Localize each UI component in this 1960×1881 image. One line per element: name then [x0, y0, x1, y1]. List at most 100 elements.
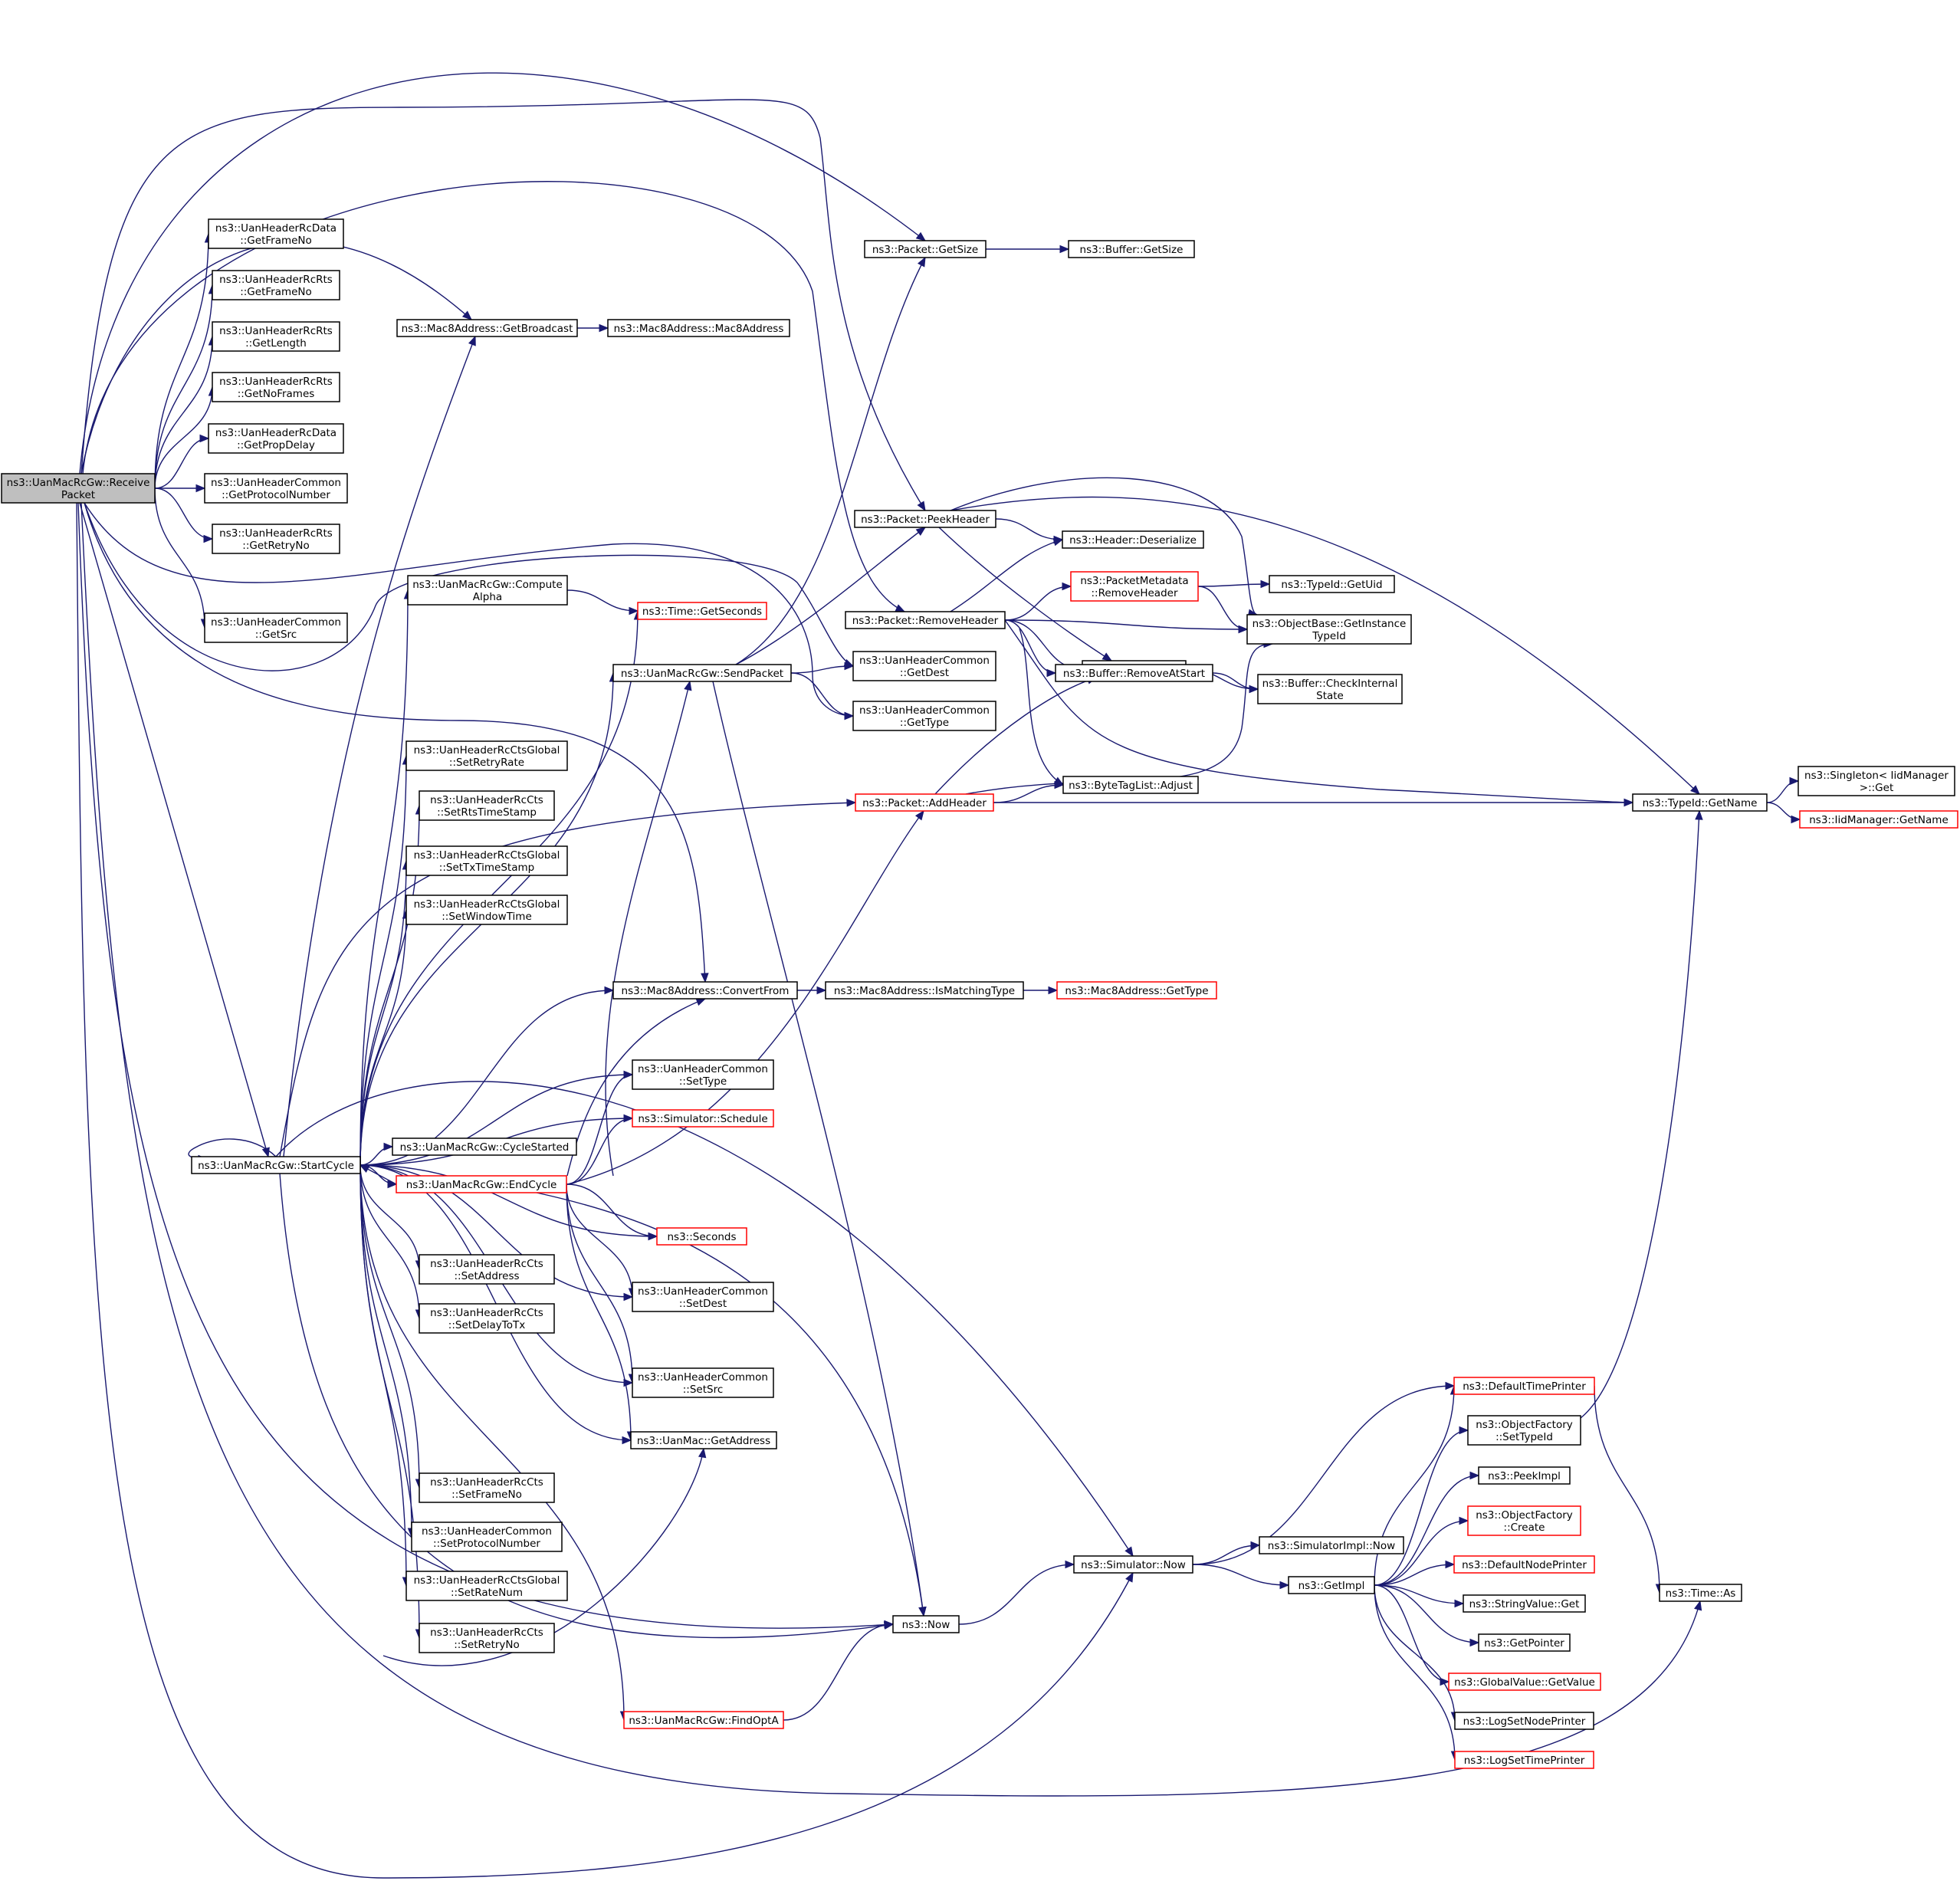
node-ctsglobal_setretryrate[interactable]: ns3::UanHeaderRcCtsGlobal::SetRetryRate [405, 740, 568, 771]
node-label: ns3::UanMacRcGw::FindOptA [629, 1715, 779, 1727]
node-now[interactable]: ns3::Now [892, 1615, 960, 1633]
node-logsettimeprinter[interactable]: ns3::LogSetTimePrinter [1454, 1751, 1594, 1769]
node-packet_removeheader[interactable]: ns3::Packet::RemoveHeader [845, 611, 1006, 629]
arrowhead [1059, 245, 1070, 254]
node-getimpl[interactable]: ns3::GetImpl [1288, 1576, 1375, 1594]
node-ctsglobal_setwindowtime[interactable]: ns3::UanHeaderRcCtsGlobal::SetWindowTime [405, 895, 568, 925]
node-rcrts_getretryno[interactable]: ns3::UanHeaderRcRts::GetRetryNo [212, 524, 340, 554]
node-common_setprotocolnumber[interactable]: ns3::UanHeaderCommon::SetProtocolNumber [411, 1522, 563, 1552]
node-findopta[interactable]: ns3::UanMacRcGw::FindOptA [623, 1711, 784, 1729]
node-common_getsrc[interactable]: ns3::UanHeaderCommon::GetSrc [204, 612, 348, 643]
node-iidmanager_getname[interactable]: ns3::IidManager::GetName [1799, 810, 1958, 829]
node-buffer_getsize[interactable]: ns3::Buffer::GetSize [1068, 240, 1195, 258]
arrowhead [917, 501, 926, 512]
node-label: ns3::UanHeaderRcRts [219, 527, 333, 540]
node-box [407, 575, 568, 606]
node-cts_setretryno[interactable]: ns3::UanHeaderRcCts::SetRetryNo [419, 1623, 555, 1653]
node-common_getprotocolnumber[interactable]: ns3::UanHeaderCommon::GetProtocolNumber [204, 473, 348, 504]
node-bytetaglist_adjust[interactable]: ns3::ByteTagList::Adjust [1062, 776, 1199, 794]
node-rcdata_getpropdelay[interactable]: ns3::UanHeaderRcData::GetPropDelay [208, 423, 344, 454]
node-ctsglobal_settxtimestamp[interactable]: ns3::UanHeaderRcCtsGlobal::SetTxTimeStam… [405, 845, 568, 876]
node-label: ns3::Mac8Address::GetBroadcast [402, 323, 573, 335]
node-mac8_mac8address[interactable]: ns3::Mac8Address::Mac8Address [607, 319, 790, 337]
node-common_setsrc[interactable]: ns3::UanHeaderCommon::SetSrc [632, 1367, 774, 1398]
node-rcrts_getframeno[interactable]: ns3::UanHeaderRcRts::GetFrameNo [212, 270, 340, 300]
node-cts_setaddress[interactable]: ns3::UanHeaderRcCts::SetAddress [419, 1254, 555, 1285]
node-cyclestarted[interactable]: ns3::UanMacRcGw::CycleStarted [392, 1137, 577, 1156]
node-stringvalue_get[interactable]: ns3::StringValue::Get [1463, 1594, 1586, 1613]
node-peekimpl[interactable]: ns3::PeekImpl [1478, 1466, 1571, 1485]
arrowhead [1469, 1471, 1480, 1480]
node-objectfactory_create[interactable]: ns3::ObjectFactory::Create [1467, 1505, 1581, 1536]
node-defaulttimeprinter[interactable]: ns3::DefaultTimePrinter [1453, 1377, 1595, 1395]
node-mac8_gettype[interactable]: ns3::Mac8Address::GetType [1056, 981, 1217, 1000]
node-rcdata_getframeno[interactable]: ns3::UanHeaderRcData::GetFrameNo [208, 218, 344, 249]
node-box [405, 895, 568, 925]
node-sendpacket[interactable]: ns3::UanMacRcGw::SendPacket [612, 664, 792, 682]
node-cts_setdelaytotx[interactable]: ns3::UanHeaderRcCts::SetDelayToTx [419, 1303, 555, 1334]
node-rcrts_getnoframes[interactable]: ns3::UanHeaderRcRts::GetNoFrames [212, 372, 340, 402]
node-logsetnodeprinter[interactable]: ns3::LogSetNodePrinter [1454, 1712, 1594, 1730]
node-getpointer[interactable]: ns3::GetPointer [1478, 1633, 1571, 1652]
node-mac8_getbroadcast[interactable]: ns3::Mac8Address::GetBroadcast [396, 319, 578, 337]
node-label: ::SetProtocolNumber [433, 1538, 540, 1550]
node-rcrts_getlength[interactable]: ns3::UanHeaderRcRts::GetLength [212, 321, 340, 352]
node-box [212, 321, 340, 352]
node-cts_setrtstimestamp[interactable]: ns3::UanHeaderRcCts::SetRtsTimeStamp [419, 790, 555, 821]
edge-typeid_getname-to-iidmanager_getname [1766, 802, 1801, 820]
node-common_settype[interactable]: ns3::UanHeaderCommon::SetType [632, 1059, 774, 1090]
node-uanmac_getaddress[interactable]: ns3::UanMac::GetAddress [630, 1431, 777, 1449]
node-cts_setframeno[interactable]: ns3::UanHeaderRcCts::SetFrameNo [419, 1472, 555, 1503]
node-globalvalue_getvalue[interactable]: ns3::GlobalValue::GetValue [1448, 1673, 1601, 1691]
node-endcycle[interactable]: ns3::UanMacRcGw::EndCycle [396, 1175, 567, 1193]
node-packet_addheader[interactable]: ns3::Packet::AddHeader [855, 793, 994, 812]
arrowhead [1260, 579, 1271, 589]
node-label: ns3::Time::GetSeconds [642, 606, 762, 618]
arrowhead [695, 998, 707, 1006]
edge-receive-to-common_getsrc [154, 487, 205, 629]
node-box [632, 1282, 774, 1312]
node-typeid_getuid[interactable]: ns3::TypeId::GetUid [1269, 575, 1395, 593]
node-common_gettype[interactable]: ns3::UanHeaderCommon::GetType [852, 701, 996, 731]
node-simulatorimpl_now[interactable]: ns3::SimulatorImpl::Now [1259, 1536, 1404, 1554]
node-label: ns3::UanHeaderCommon [638, 1063, 768, 1075]
edge-receive-to-packet_getsize [79, 72, 926, 474]
node-label: ns3::GetImpl [1298, 1580, 1365, 1592]
arrowhead [1238, 625, 1249, 634]
arrowhead [1445, 1560, 1456, 1569]
node-objectfactory_settypeid[interactable]: ns3::ObjectFactory::SetTypeId [1467, 1415, 1581, 1446]
node-time_getseconds[interactable]: ns3::Time::GetSeconds [637, 602, 767, 620]
node-startcycle[interactable]: ns3::UanMacRcGw::StartCycle [191, 1156, 361, 1174]
node-seconds[interactable]: ns3::Seconds [656, 1227, 747, 1246]
node-ctsglobal_setratenum[interactable]: ns3::UanHeaderRcCtsGlobal::SetRateNum [405, 1571, 568, 1601]
node-label: TypeId [1312, 630, 1346, 642]
node-packet_getsize[interactable]: ns3::Packet::GetSize [864, 240, 987, 258]
node-packetmetadata_removeheader[interactable]: ns3::PacketMetadata::RemoveHeader [1070, 571, 1199, 602]
node-common_setdest[interactable]: ns3::UanHeaderCommon::SetDest [632, 1282, 774, 1312]
node-header_deserialize[interactable]: ns3::Header::Deserialize [1062, 530, 1204, 549]
node-label: ns3::TypeId::GetName [1643, 797, 1758, 809]
node-mac8_convertfrom[interactable]: ns3::Mac8Address::ConvertFrom [612, 981, 798, 1000]
node-common_getdest[interactable]: ns3::UanHeaderCommon::GetDest [852, 651, 996, 681]
node-packet_peekheader[interactable]: ns3::Packet::PeekHeader [854, 510, 996, 528]
node-singleton_get[interactable]: ns3::Singleton< IidManager>::Get [1797, 766, 1955, 796]
edge-endcycle-to-common_settype [566, 1074, 633, 1185]
node-simulator_now[interactable]: ns3::Simulator::Now [1073, 1555, 1193, 1574]
node-time_as[interactable]: ns3::Time::As [1659, 1584, 1742, 1602]
edge-packet_addheader-to-bytetaglist_adjust [993, 784, 1064, 803]
node-buffer_removeatstart[interactable]: ns3::Buffer::RemoveAtStart [1055, 664, 1213, 682]
edge-receive-to-startcycle [79, 502, 269, 1157]
node-typeid_getname[interactable]: ns3::TypeId::GetName [1632, 793, 1768, 812]
node-mac8_ismatchingtype[interactable]: ns3::Mac8Address::IsMatchingType [825, 981, 1024, 1000]
call-edges [76, 72, 1801, 1879]
node-box [1659, 1584, 1742, 1602]
edge-receive-to-mac8_getbroadcast [80, 241, 472, 474]
edge-sendpacket-to-packet_peekheader [735, 527, 926, 665]
node-simulator_schedule[interactable]: ns3::Simulator::Schedule [632, 1109, 774, 1128]
arrowhead [1459, 1426, 1469, 1435]
node-defaultnodeprinter[interactable]: ns3::DefaultNodePrinter [1453, 1555, 1595, 1574]
